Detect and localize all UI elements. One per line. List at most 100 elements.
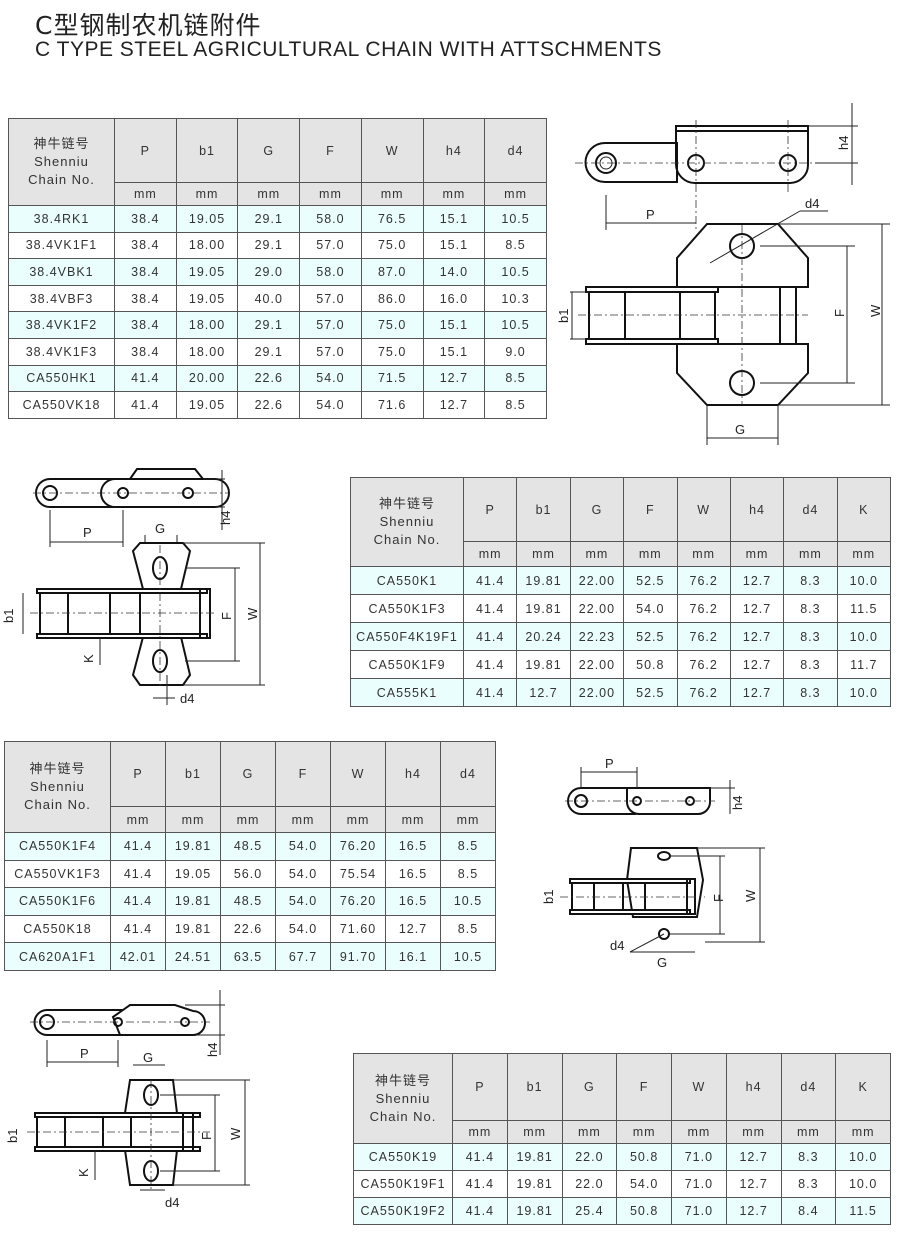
unit-cell: mm [569, 541, 625, 567]
chain-no-cell: CA550HK1 [8, 364, 115, 393]
value-cell-f: 52.5 [623, 566, 678, 595]
h4-label: h4 [730, 796, 745, 810]
p-label: P [605, 756, 614, 771]
unit-cell: mm [452, 1120, 508, 1144]
chain-no-header-line: Chain No. [369, 1108, 437, 1124]
b1-label: b1 [1, 609, 16, 623]
value-cell-h4: 12.7 [729, 622, 785, 651]
value-cell-p: 41.4 [462, 678, 518, 707]
value-cell-g: 22.0 [561, 1143, 618, 1171]
value-cell-p: 41.4 [462, 622, 518, 651]
unit-cell: mm [484, 182, 547, 206]
chain-no-cell: CA550K19 [353, 1143, 453, 1171]
d4-label: d4 [165, 1195, 179, 1210]
chain-no-header-line: Chain No. [28, 172, 95, 187]
value-cell-w: 75.0 [360, 311, 424, 339]
value-cell-w: 76.20 [330, 887, 386, 916]
chain-no-cell: 38.4VBK1 [8, 258, 115, 286]
value-cell-f: 54.0 [275, 914, 331, 944]
value-cell-w: 86.0 [360, 284, 424, 313]
column-header-p: P [110, 741, 166, 807]
column-header-d4: d4 [484, 118, 547, 183]
value-cell-d4: 8.3 [783, 622, 838, 651]
column-header-b1: b1 [506, 1053, 563, 1121]
column-header-w: W [330, 741, 386, 807]
column-header-g: G [561, 1053, 618, 1121]
value-cell-f: 50.8 [616, 1197, 672, 1225]
value-cell-w: 91.70 [330, 942, 386, 971]
value-cell-d4: 10.5 [484, 311, 547, 339]
value-cell-f: 57.0 [299, 231, 362, 260]
chain-attachment-diagram-3: P h4 b1 F W G d4 [541, 756, 765, 970]
value-cell-h4: 16.5 [385, 887, 441, 916]
page-title-english: C TYPE STEEL AGRICULTURAL CHAIN WITH ATT… [35, 38, 662, 61]
value-cell-h4: 15.1 [422, 337, 486, 366]
unit-cell: mm [330, 806, 386, 833]
unit-cell: mm [506, 1120, 563, 1144]
w-label: W [743, 889, 758, 902]
f-label: F [832, 309, 847, 317]
value-cell-b1: 20.24 [516, 622, 571, 651]
value-cell-w: 71.5 [360, 364, 424, 393]
unit-cell: mm [462, 541, 518, 567]
value-cell-g: 29.1 [237, 337, 301, 366]
chain-no-cell: 38.4VK1F1 [8, 231, 115, 260]
value-cell-h4: 16.0 [422, 284, 486, 313]
value-cell-k: 11.7 [836, 650, 892, 679]
value-cell-f: 52.5 [623, 678, 678, 707]
column-header-h4: h4 [385, 741, 441, 807]
value-cell-h4: 12.7 [725, 1170, 782, 1198]
chain-attachment-diagram-1: h4 P b1 F W d4 G [556, 103, 890, 445]
value-cell-d4: 8.4 [780, 1197, 837, 1225]
column-header-b1: b1 [165, 741, 221, 807]
h4-label: h4 [836, 136, 851, 150]
value-cell-h4: 12.7 [729, 594, 785, 623]
value-cell-f: 57.0 [299, 311, 362, 339]
chain-no-header-line: Shenniu [30, 779, 85, 794]
value-cell-h4: 12.7 [385, 914, 441, 944]
chain-no-cell: CA550K1F4 [4, 832, 111, 861]
value-cell-p: 38.4 [114, 284, 177, 313]
value-cell-k: 11.5 [836, 594, 892, 623]
w-label: W [868, 304, 883, 317]
value-cell-h4: 12.7 [729, 678, 785, 707]
value-cell-p: 38.4 [114, 205, 177, 233]
value-cell-w: 71.0 [671, 1143, 727, 1171]
value-cell-p: 41.4 [462, 566, 518, 595]
chain-no-cell: 38.4VBF3 [8, 284, 115, 313]
value-cell-w: 76.2 [676, 566, 731, 595]
unit-cell: mm [360, 182, 424, 206]
unit-cell: mm [561, 1120, 618, 1144]
column-header-f: F [299, 118, 362, 183]
unit-cell: mm [299, 182, 362, 206]
column-header-h4: h4 [422, 118, 486, 183]
unit-cell: mm [440, 806, 496, 833]
column-header-d4: d4 [440, 741, 496, 807]
column-header-w: W [671, 1053, 727, 1121]
value-cell-g: 56.0 [220, 859, 276, 889]
unit-cell: mm [780, 1120, 837, 1144]
value-cell-b1: 19.81 [516, 650, 571, 679]
chain-no-cell: 38.4VK1F2 [8, 311, 115, 339]
b1-label: b1 [5, 1129, 20, 1143]
value-cell-p: 42.01 [110, 942, 166, 971]
value-cell-k: 10.0 [836, 622, 892, 651]
value-cell-p: 41.4 [452, 1143, 508, 1171]
value-cell-g: 22.6 [237, 391, 301, 419]
value-cell-f: 52.5 [623, 622, 678, 651]
value-cell-g: 29.1 [237, 311, 301, 339]
column-header-w: W [360, 118, 424, 183]
value-cell-g: 22.0 [561, 1170, 618, 1198]
